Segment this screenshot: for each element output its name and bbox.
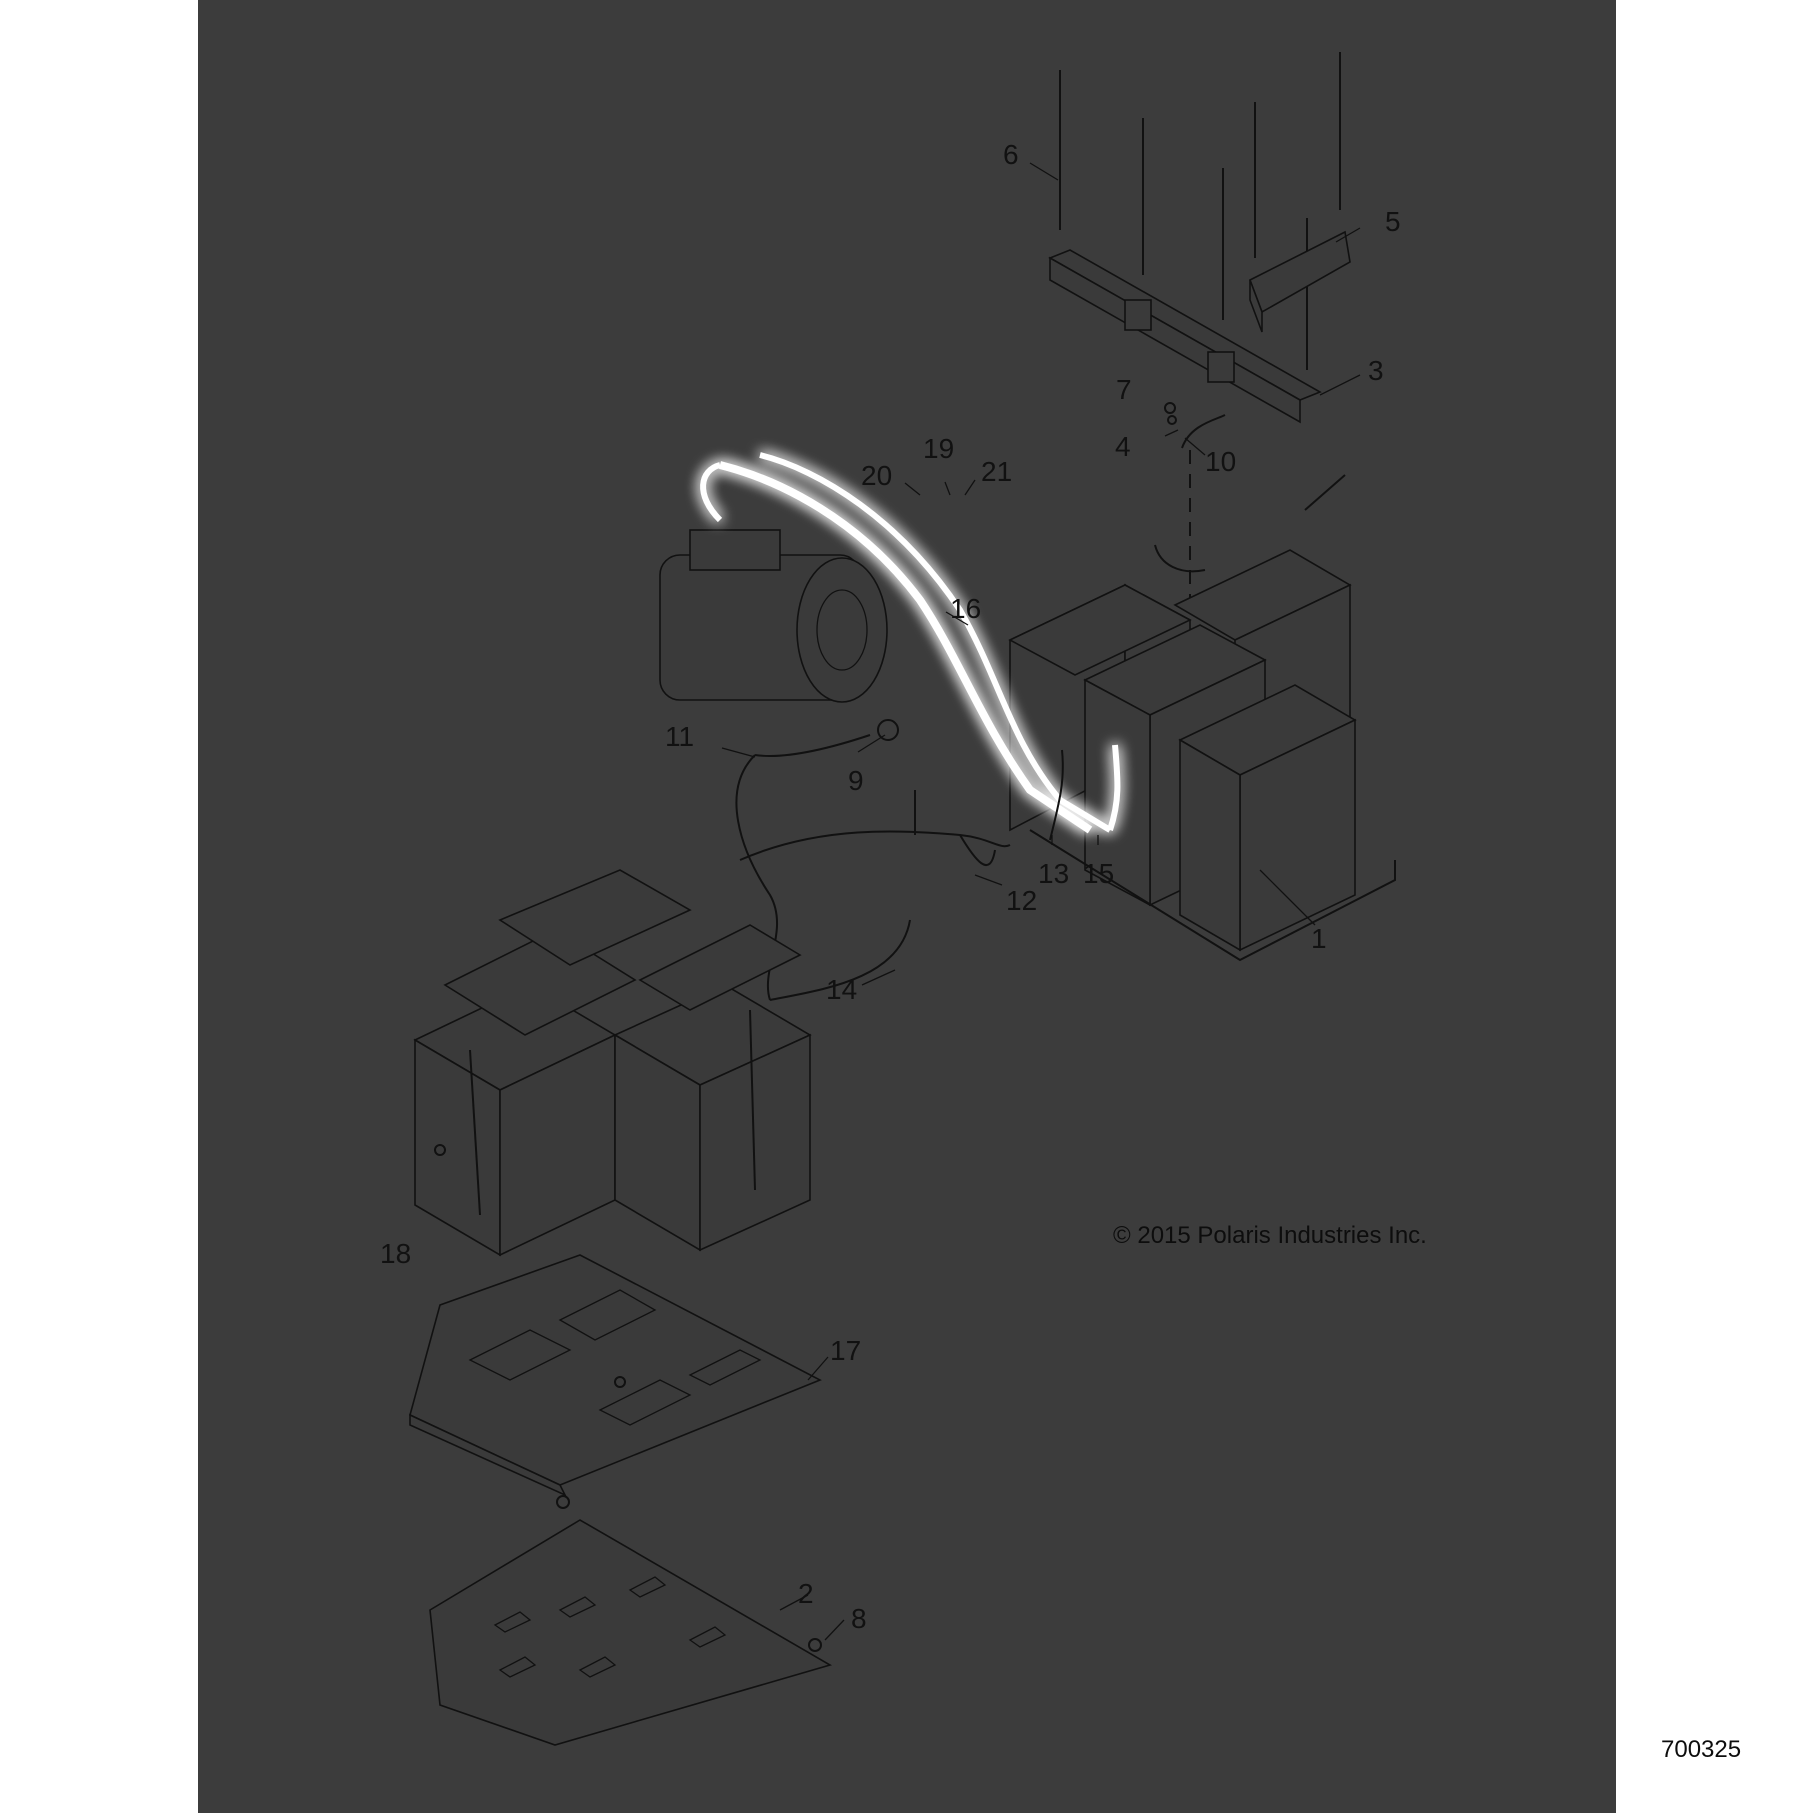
callout-19: 19 [923,433,955,464]
callout-5: 5 [1385,206,1401,237]
copyright-notice: © 2015 Polaris Industries Inc. [1113,1222,1427,1249]
callout-13: 13 [1038,858,1070,889]
callout-8: 8 [851,1603,867,1634]
battery-pack-rear [413,869,812,1257]
callout-10: 10 [1205,446,1237,477]
hold-down-rods [1059,52,1341,370]
exploded-parts-diagram [409,52,1396,1746]
callout-1: 1 [1311,923,1327,954]
terminal-hardware [1154,402,1346,610]
callout-18: 18 [380,1238,412,1269]
drawing-number: 700325 [1661,1736,1742,1763]
bracket [1248,230,1351,333]
skid-plate [429,1144,833,1746]
motor [659,529,888,703]
callout-21: 21 [981,456,1013,487]
diagram-sheet: 1 2 3 4 5 6 7 8 9 10 11 12 13 14 15 16 1… [198,0,1741,1813]
battery-pack-front [1008,549,1396,962]
callout-9: 9 [848,765,864,796]
hold-down-bar [1048,249,1322,424]
battery-tray [409,1254,822,1497]
callout-15: 15 [1083,858,1115,889]
callout-3: 3 [1368,355,1384,386]
callout-20: 20 [861,460,893,491]
callout-6: 6 [1003,139,1019,170]
callout-16: 16 [950,593,982,624]
highlighted-cable [700,452,1121,834]
callout-11: 11 [665,721,695,752]
callout-12: 12 [1006,885,1038,916]
callout-2: 2 [798,1578,814,1609]
callout-17: 17 [830,1335,862,1366]
callout-7: 7 [1116,374,1132,405]
callout-14: 14 [826,974,858,1005]
leader-lines [721,162,1361,1641]
callout-4: 4 [1115,431,1131,462]
